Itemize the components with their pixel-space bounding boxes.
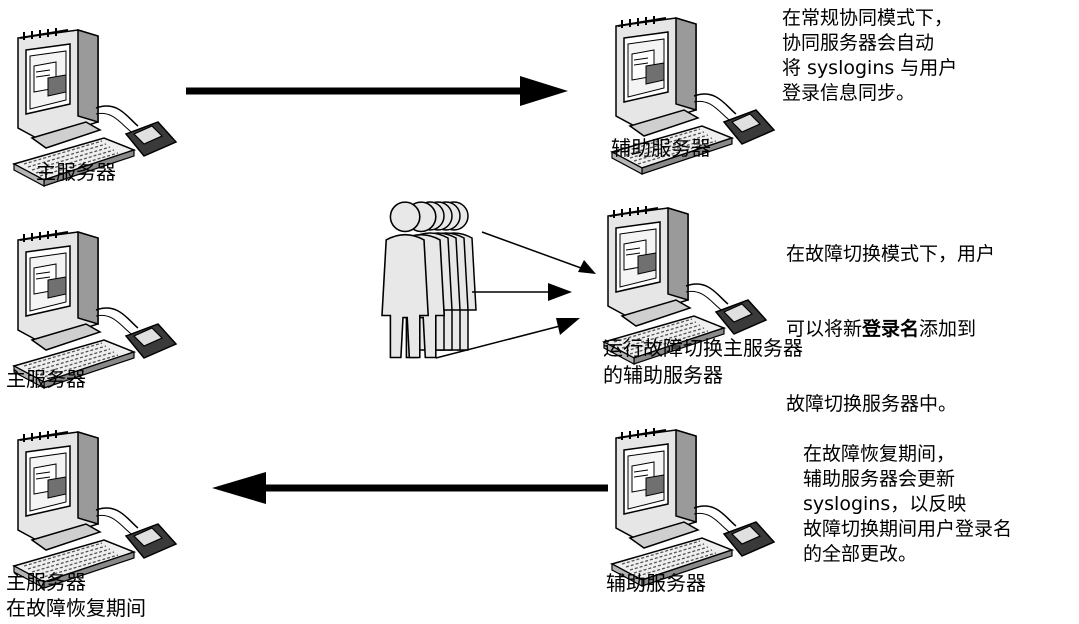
failover-desc-line2-bold: 登录名 — [862, 318, 920, 340]
primary-server-label-3: 主服务器 — [6, 570, 86, 594]
failback-arrow-left — [212, 472, 608, 504]
failover-secondary-label-line1: 运行故障切换主服务器 — [603, 336, 803, 360]
secondary-server-3-computer-icon — [611, 427, 775, 587]
failover-mode-description: 在故障切换模式下，用户 可以将新登录名添加到 故障切换服务器中。 — [786, 192, 995, 442]
secondary-server-label-3: 辅助服务器 — [606, 571, 706, 595]
failover-secondary-label-line2: 的辅助服务器 — [603, 363, 723, 387]
add-login-arrows — [435, 231, 596, 359]
normal-mode-description: 在常规协同模式下， 协同服务器会自动 将 syslogins 与用户 登录信息同… — [782, 7, 958, 104]
sync-arrow-right — [186, 76, 568, 106]
secondary-server-label-1: 辅助服务器 — [611, 136, 711, 160]
failover-desc-line2-post: 添加到 — [919, 318, 977, 340]
failover-desc-line1: 在故障切换模式下，用户 — [786, 243, 996, 265]
failover-desc-line3: 故障切换服务器中。 — [786, 393, 958, 415]
primary-server-failback-label: 在故障恢复期间 — [6, 596, 146, 620]
failover-desc-line2-pre: 可以将新 — [786, 318, 863, 340]
failover-desc-line2: 可以将新登录名添加到 — [786, 317, 995, 342]
primary-server-2-computer-icon — [13, 229, 177, 389]
primary-server-label-1: 主服务器 — [36, 160, 116, 184]
user-group-icon — [381, 201, 477, 359]
primary-server-3-computer-icon — [13, 429, 177, 589]
failback-description: 在故障恢复期间， 辅助服务器会更新 syslogins，以反映 故障切换期间用户… — [803, 443, 1013, 565]
primary-server-label-2: 主服务器 — [6, 367, 86, 391]
